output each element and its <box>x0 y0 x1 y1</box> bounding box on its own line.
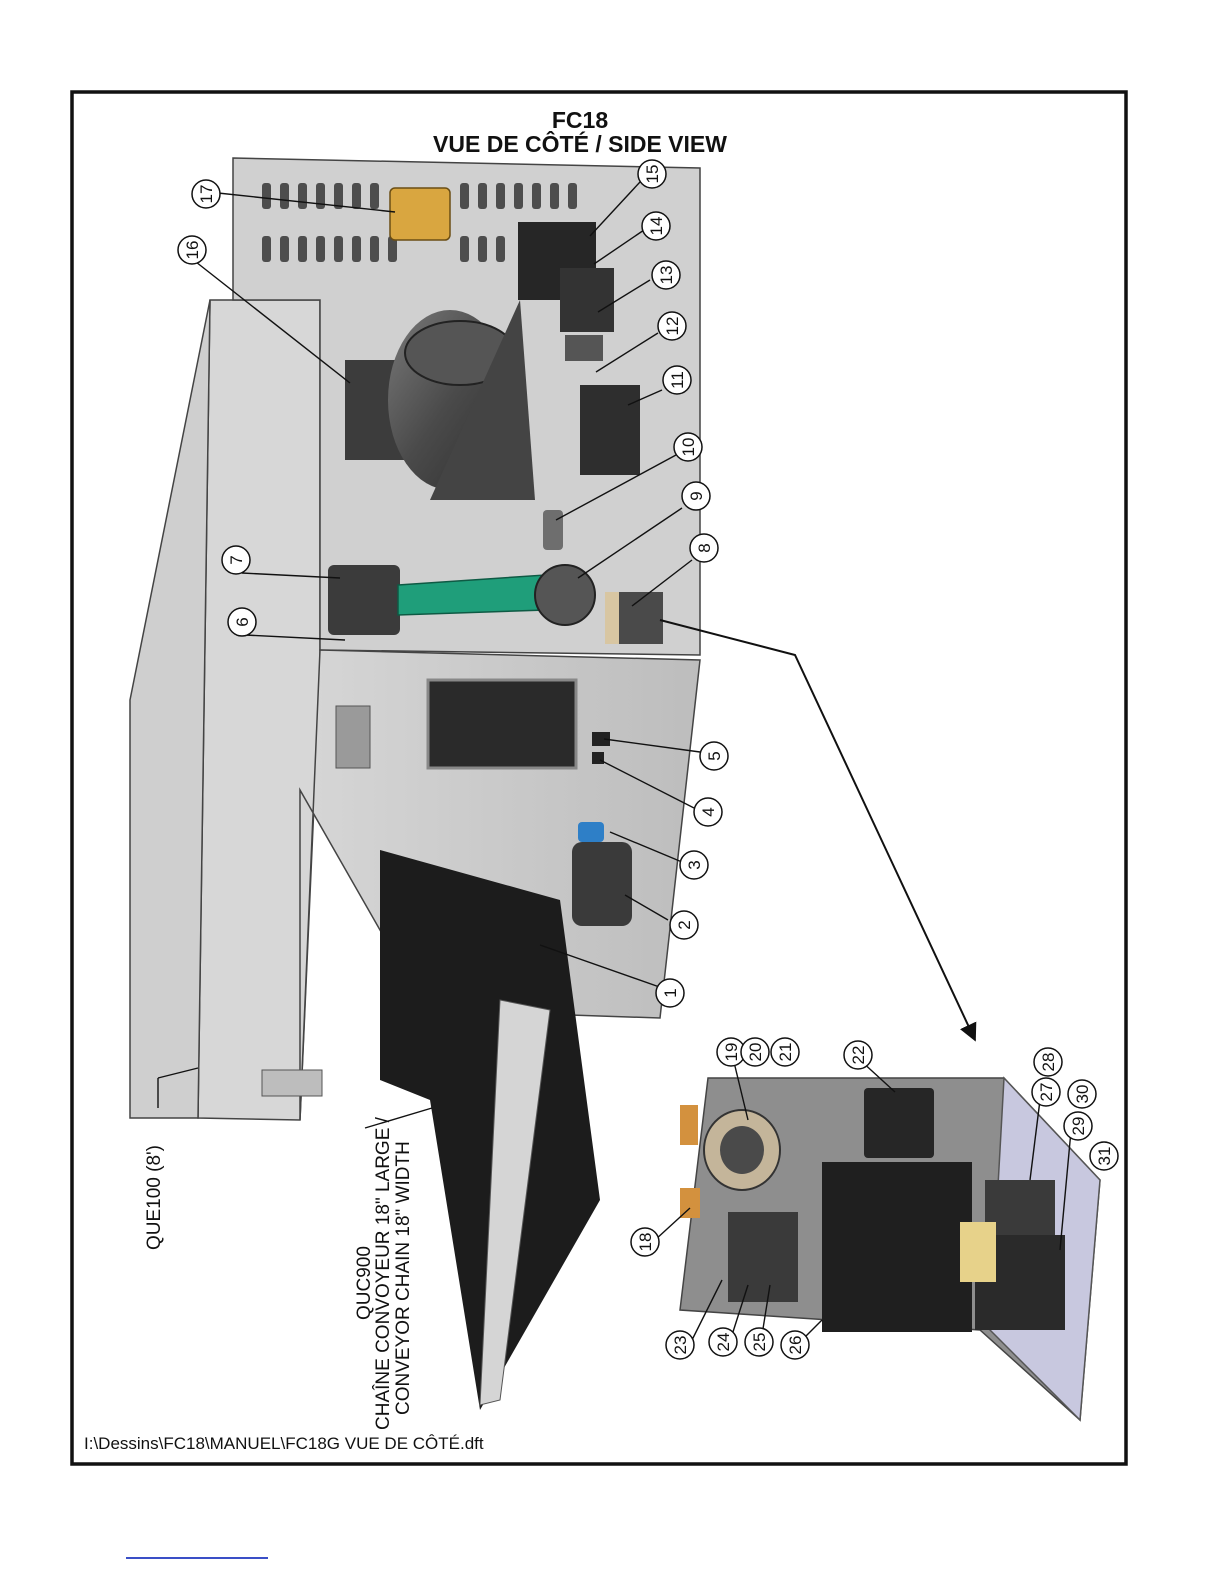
file-path: I:\Dessins\FC18\MANUEL\FC18G VUE DE CÔTÉ… <box>84 1434 484 1453</box>
detail-leader-arrow <box>660 620 975 1040</box>
callout-number: 11 <box>668 371 687 389</box>
block-8-tan <box>605 592 619 644</box>
callout-number: 21 <box>776 1043 795 1062</box>
callout-balloon-15: 15 <box>638 160 666 188</box>
callout-balloon-17: 17 <box>192 180 220 208</box>
callout-balloon-21: 21 <box>771 1038 799 1066</box>
callout-number: 19 <box>722 1043 741 1062</box>
callout-number: 30 <box>1073 1085 1092 1104</box>
callout-number: 25 <box>750 1333 769 1352</box>
fan-guard-26 <box>822 1162 972 1332</box>
callout-balloon-22: 22 <box>844 1041 872 1069</box>
callout-balloon-23: 23 <box>666 1331 694 1359</box>
display-window <box>428 680 576 768</box>
meter-22 <box>864 1088 934 1158</box>
callout-balloon-9: 9 <box>682 482 710 510</box>
callout-balloon-10: 10 <box>674 433 702 461</box>
terminal-block <box>728 1212 798 1302</box>
callout-balloon-18: 18 <box>631 1228 659 1256</box>
lower-rail <box>262 1070 322 1096</box>
callout-balloon-3: 3 <box>680 851 708 879</box>
callout-number: 31 <box>1095 1147 1114 1166</box>
callout-number: 16 <box>183 241 202 260</box>
callout-number: 9 <box>687 491 706 500</box>
callout-number: 14 <box>647 217 666 236</box>
callout-balloon-28: 28 <box>1034 1048 1062 1076</box>
quc900-part: QUC900 <box>354 1246 375 1320</box>
machine-illustration <box>130 158 700 1410</box>
que100-label: QUE100 (8') <box>144 1145 165 1250</box>
relay-block <box>580 385 640 475</box>
oven-lower-panel <box>130 300 210 1118</box>
callout-balloon-7: 7 <box>222 546 250 574</box>
gear-motor-2 <box>572 842 632 926</box>
callout-balloon-12: 12 <box>658 312 686 340</box>
callout-number: 3 <box>685 860 704 869</box>
callout-balloon-13: 13 <box>652 261 680 289</box>
callout-number: 13 <box>657 266 676 285</box>
callout-number: 27 <box>1037 1083 1056 1102</box>
component-tan <box>960 1222 996 1282</box>
callout-number: 7 <box>227 555 246 564</box>
callout-balloon-2: 2 <box>670 911 698 939</box>
quc900-desc-en: CONVEYOR CHAIN 18" WIDTH <box>393 1141 414 1415</box>
callout-balloon-1: 1 <box>656 979 684 1007</box>
callout-number: 29 <box>1069 1117 1088 1136</box>
callout-number: 8 <box>695 543 714 552</box>
callout-number: 1 <box>661 988 680 997</box>
callout-balloon-25: 25 <box>745 1328 773 1356</box>
callout-number: 2 <box>675 920 694 929</box>
callout-balloon-31: 31 <box>1090 1142 1118 1170</box>
title-model: FC18 <box>552 107 608 133</box>
callout-number: 22 <box>849 1046 868 1065</box>
callout-balloon-24: 24 <box>709 1328 737 1356</box>
brass-fitting <box>390 188 450 240</box>
small-block <box>565 335 603 361</box>
transformer-core <box>720 1126 764 1174</box>
callout-number: 15 <box>643 165 662 184</box>
callout-balloon-26: 26 <box>781 1331 809 1359</box>
callout-balloon-29: 29 <box>1064 1112 1092 1140</box>
footer-link-rule <box>126 1557 268 1559</box>
fuse-18b <box>680 1105 698 1145</box>
callout-balloon-14: 14 <box>642 212 670 240</box>
callout-number: 12 <box>663 317 682 336</box>
callout-number: 6 <box>233 617 252 626</box>
callout-number: 5 <box>705 751 724 760</box>
callout-balloon-6: 6 <box>228 608 256 636</box>
quc900-desc-fr: CHAÎNE CONVOYEUR 18" LARGE / <box>372 1116 394 1430</box>
callout-number: 24 <box>714 1333 733 1352</box>
callout-balloon-30: 30 <box>1068 1080 1096 1108</box>
callout-number: 4 <box>699 807 718 816</box>
switch-plate <box>336 706 370 768</box>
blue-knob <box>578 822 604 842</box>
title-view: VUE DE CÔTÉ / SIDE VIEW <box>433 130 727 157</box>
callout-balloon-8: 8 <box>690 534 718 562</box>
callout-balloon-11: 11 <box>663 366 691 394</box>
callout-balloon-20: 20 <box>741 1038 769 1066</box>
control-4 <box>592 752 604 764</box>
callout-balloon-16: 16 <box>178 236 206 264</box>
callout-number: 18 <box>636 1233 655 1252</box>
callout-number: 26 <box>786 1336 805 1355</box>
callout-balloon-5: 5 <box>700 742 728 770</box>
callout-number: 17 <box>197 185 216 204</box>
callout-number: 23 <box>671 1336 690 1355</box>
gearbox <box>328 565 400 635</box>
pulley <box>535 565 595 625</box>
contactor-bottom <box>560 268 614 332</box>
callout-number: 20 <box>746 1043 765 1062</box>
callout-balloon-27: 27 <box>1032 1078 1060 1106</box>
callout-balloon-4: 4 <box>694 798 722 826</box>
sensor-10 <box>543 510 563 550</box>
callout-number: 28 <box>1039 1053 1058 1072</box>
callout-number: 10 <box>679 438 698 457</box>
